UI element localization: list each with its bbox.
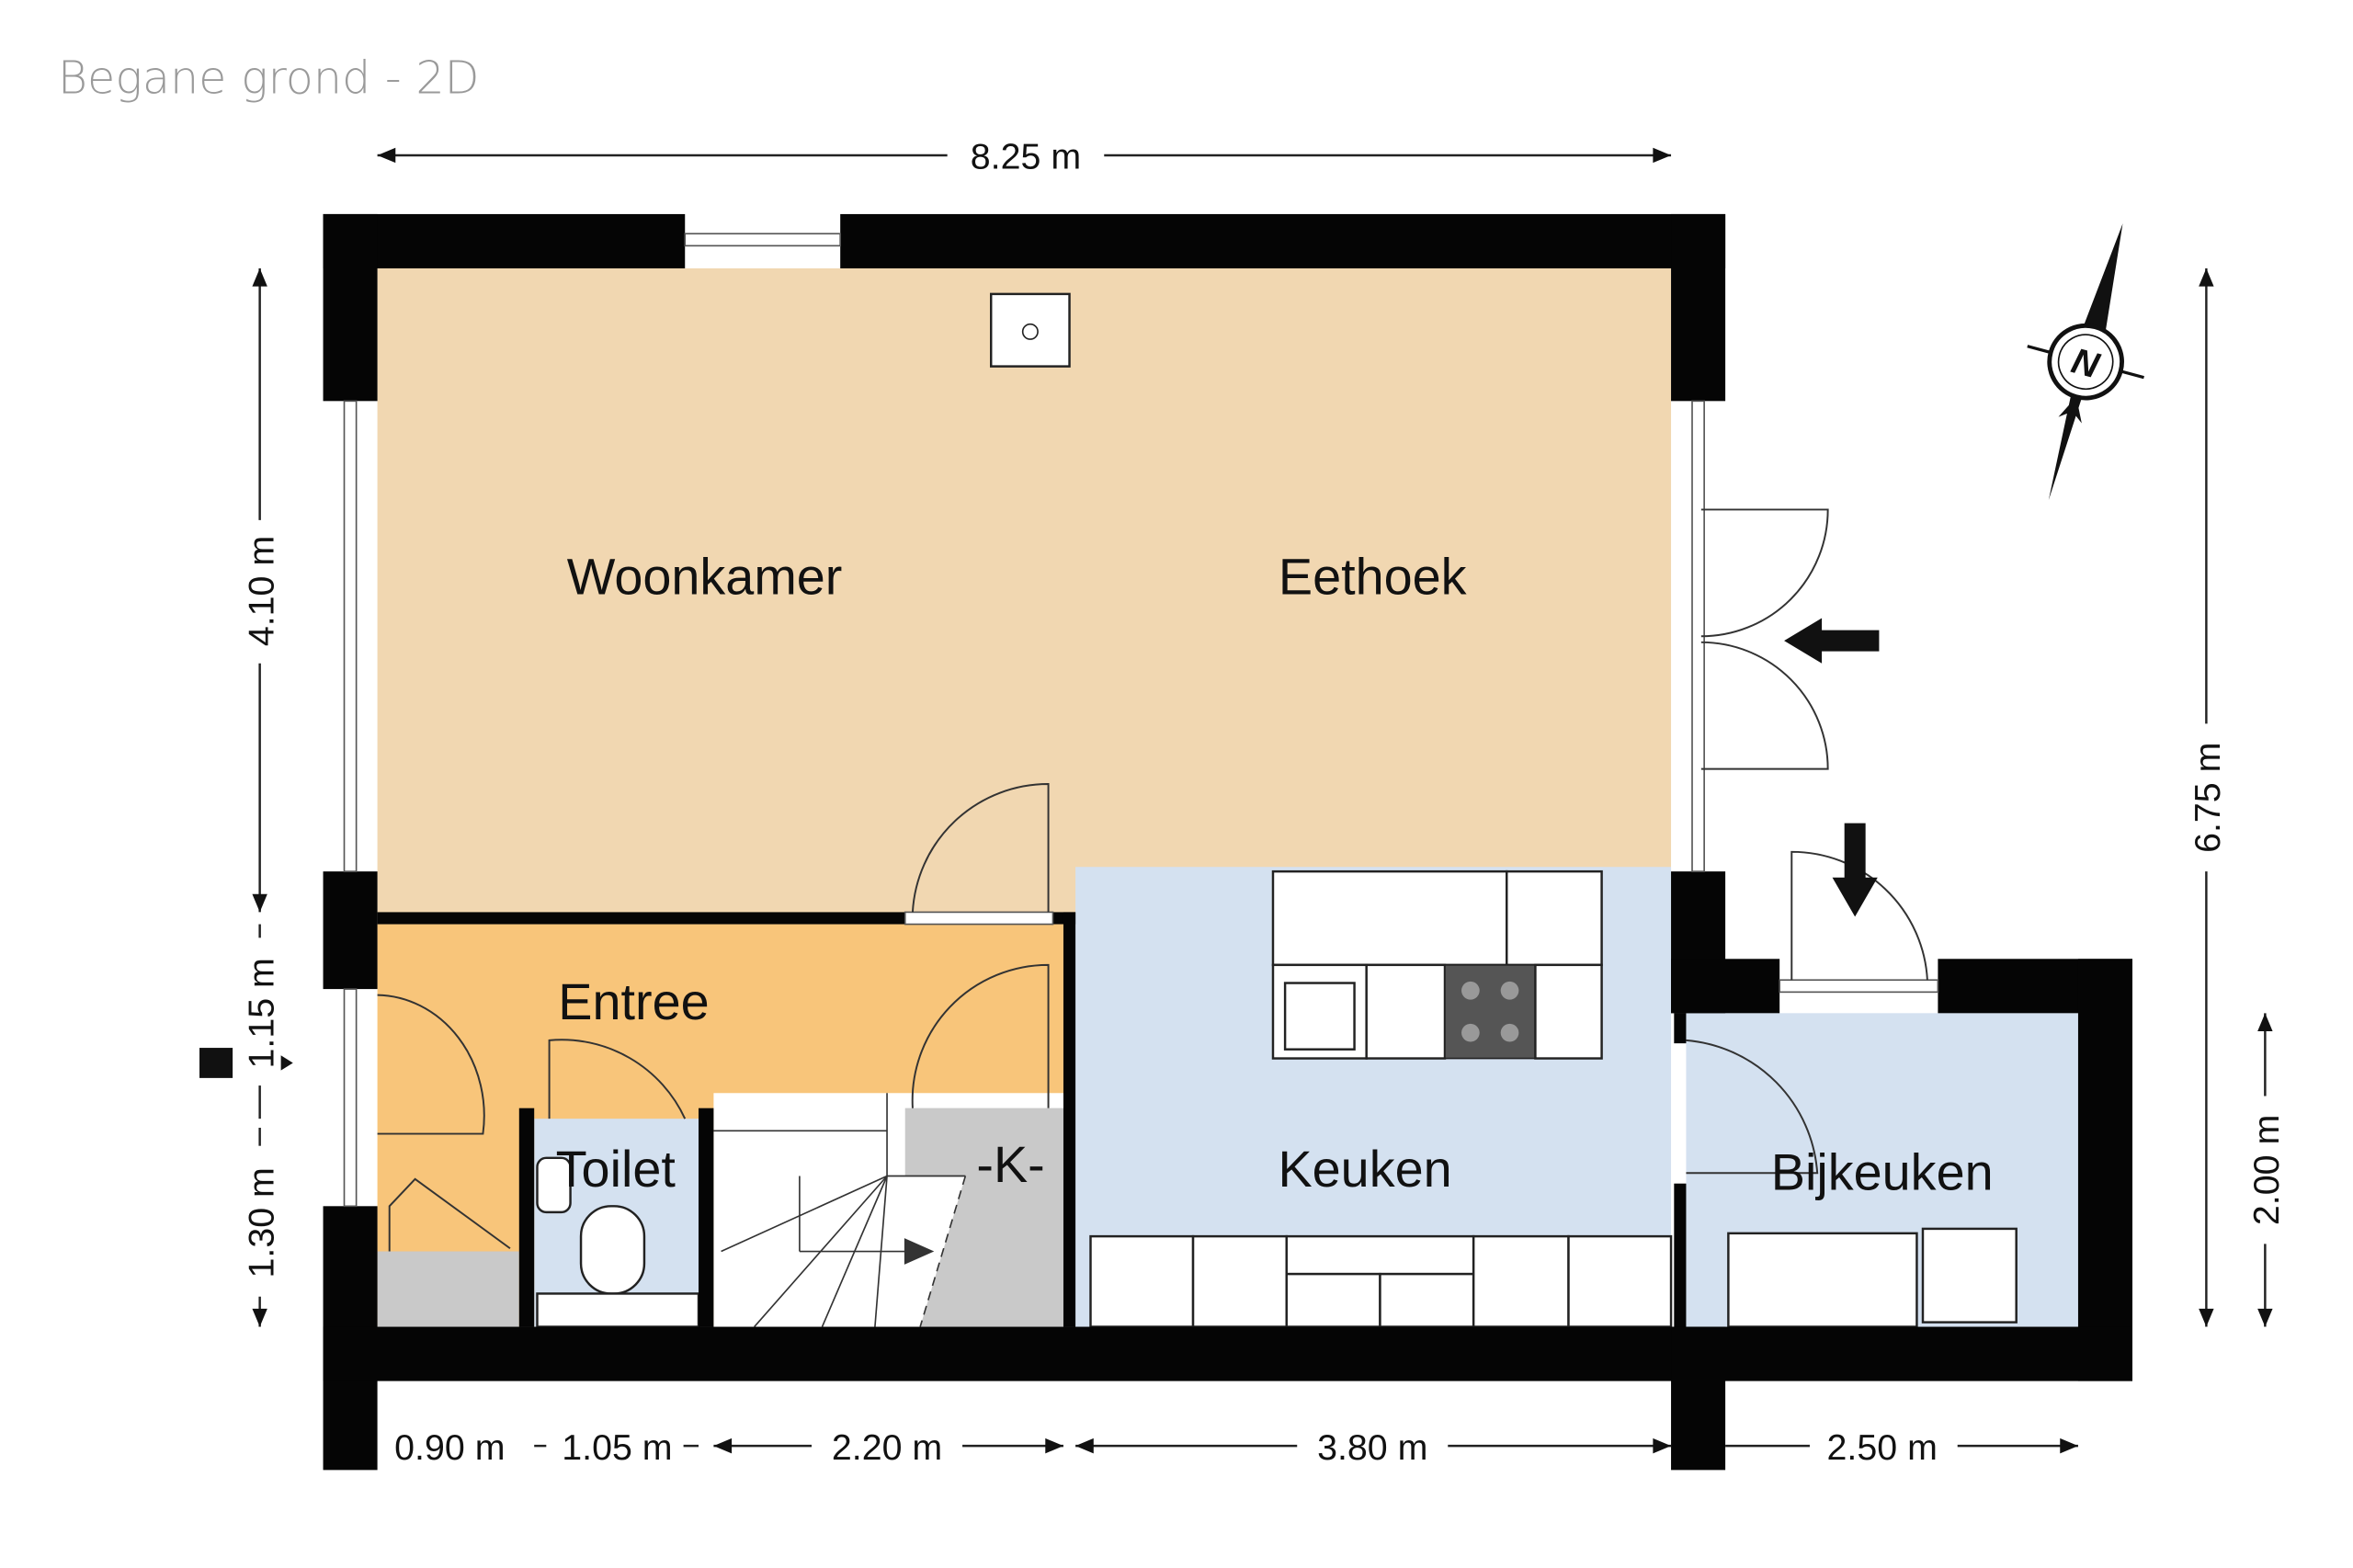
dimension-label: 8.25 m (971, 137, 1081, 177)
dimension-right: 6.75 m 2.00 m (2188, 267, 2287, 1327)
meter-cupboard (377, 1251, 519, 1327)
entrance-arrow-icon (1832, 823, 1878, 917)
dimension-left: 4.10 m 1.15 m 1.30 m (241, 267, 281, 1327)
viewpoint-marker-icon (199, 1048, 293, 1078)
dimension-label: 2.50 m (1827, 1427, 1938, 1468)
plan-title: Begane grond - 2D (58, 51, 480, 105)
room-label-bijkeuken: Bijkeuken (1771, 1143, 1994, 1200)
dimension-label: 0.90 m (394, 1427, 505, 1468)
room-woonkamer-eethoek (377, 267, 1672, 915)
room-label-toilet: Toilet (556, 1141, 676, 1198)
room-label-entree: Entree (558, 973, 709, 1030)
toilet-fixtures (536, 1156, 700, 1328)
dimension-label: 1.30 m (241, 1167, 281, 1278)
entrance-arrow-icon (1784, 618, 1880, 664)
kitchen-island (1271, 869, 1603, 1060)
dimension-top: 8.25 m (377, 137, 1672, 177)
compass-icon: N (2027, 223, 2144, 501)
dimension-label: 1.15 m (241, 958, 281, 1068)
dimension-label: 6.75 m (2188, 743, 2228, 853)
dimension-label: 2.00 m (2246, 1115, 2287, 1225)
room-label-eethoek: Eethoek (1279, 548, 1467, 605)
dimension-label: 4.10 m (241, 536, 281, 646)
dimension-label: 2.20 m (832, 1427, 942, 1468)
dimension-label: 3.80 m (1317, 1427, 1427, 1468)
room-label-kast: -K- (976, 1136, 1044, 1193)
room-label-woonkamer: Woonkamer (567, 548, 843, 605)
room-label-keuken: Keuken (1278, 1141, 1451, 1198)
windows (343, 233, 1939, 1208)
walls (323, 213, 2133, 1471)
stove-fireplace (990, 292, 1071, 368)
stair-treads (713, 1093, 967, 1328)
kitchen-counter (1089, 1234, 1673, 1328)
doors (377, 508, 1928, 1252)
bijkeuken-units (1727, 1227, 2018, 1328)
dimension-label: 1.05 m (562, 1427, 672, 1468)
stove-flue-icon (1021, 323, 1039, 340)
dimension-bottom: 0.90 m 1.05 m 2.20 m 3.80 m 2.50 m (394, 1427, 2078, 1468)
room-kast (904, 1108, 1063, 1327)
